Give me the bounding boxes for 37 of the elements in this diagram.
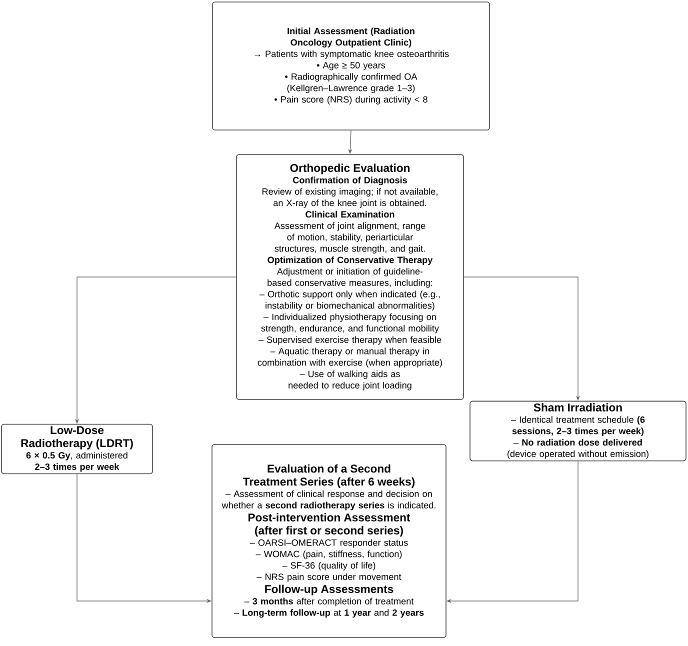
section-heading: Confirmation of Diagnosis [293,176,408,186]
process-box [212,2,490,130]
body-text: – Assessment of clinical response and decision on whether a second radiotherapy series is indicated. [222,490,436,510]
box-heading: Follow-up Assessments [265,584,394,596]
body-text: – WOMAC (pain, stiffness, function) [256,550,402,560]
box-heading: Low-Dose Radiotherapy (LDRT) [21,426,133,450]
body-text: – SF-36 (quality of life) [282,562,376,570]
body-text: – NRS pain score under movement [256,573,402,582]
process-box [212,444,446,638]
box-heading: Post-intervention Assessment (after first or second series) [248,513,410,537]
body-text: → Patients with symptomatic knee osteoarthritis [254,50,449,59]
process-box [1,424,153,474]
section-heading: Clinical Examination [306,210,394,218]
box-heading: Sham Irradiation [534,403,622,412]
section-heading: Initial Assessment (Radiation Oncology Outpatient Clinic) [288,28,414,48]
body-text: • Pain score (NRS) during activity < 8 [274,96,428,104]
body-text: – 3 months after completion of treatment [244,598,414,606]
body-text: – Identical treatment schedule (6 sessions, 2–3 times per week) [510,416,645,436]
section-heading: Optimization of Conservative Therapy [268,256,433,265]
body-text: – Individualized physiotherapy focusing on strength, endurance, and functional mobility [261,313,439,334]
body-text: – Supervised exercise therapy when feasible [258,336,442,345]
body-text: – OARSI–OMERACT responder status [250,539,408,548]
body-text: Adjustment or initiation of guideline-based conservative measures, including: [268,268,432,288]
body-text: – Use of walking aids as needed to reduce joint loading [288,370,412,390]
body-text: – Orthotic support only when indicated (e.g., instability or biomechanical abnormalities) [259,290,440,311]
body-text: Review of existing imaging; if not available, an X-ray of the knee joint is obtained. [262,188,438,208]
body-text: 6 × 0.5 Gy, administered 2–3 times per week [26,452,128,472]
process-box [470,400,686,462]
body-text: – Aquatic therapy or manual therapy in combination with exercise (when appropriate) [258,348,442,368]
body-text: Assessment of joint alignment, range of motion, stability, periarticular structures, muscle strength, and gait. [274,222,426,254]
box-heading: Orthopedic Evaluation [290,164,410,174]
process-box [236,154,464,400]
body-text: – Long-term follow-up at 1 year and 2 years [234,609,424,618]
body-text: – No radiation dose delivered (device operated without emission) [508,438,648,459]
body-text: • Radiographically confirmed OA (Kellgren–Lawrence grade 1–3) [285,73,418,94]
body-text: • Age ≥ 50 years [316,62,386,70]
box-heading: Evaluation of a Second Treatment Series (after 6 weeks) [242,464,415,488]
